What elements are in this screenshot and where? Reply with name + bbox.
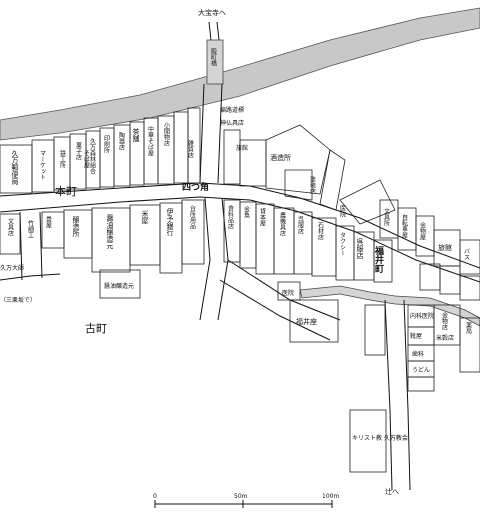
label-paint: 塗装店 bbox=[309, 175, 316, 195]
label-market: マーケット bbox=[39, 150, 46, 180]
label-yotsukado: 四つ角 bbox=[182, 181, 209, 193]
label-shrine-sign: 編路道標 bbox=[220, 106, 244, 114]
label-tatami: 畳屋 bbox=[45, 216, 52, 229]
north-road-lower bbox=[199, 83, 223, 184]
label-rice: 米屋 bbox=[141, 209, 149, 225]
lots-south-west bbox=[0, 199, 205, 299]
label-udon: うどん bbox=[412, 366, 430, 374]
label-bicycle: 自転車屋 bbox=[401, 213, 408, 239]
label-fukui-machi: 福井町 bbox=[373, 245, 385, 274]
lots-south-road bbox=[349, 304, 480, 473]
label-bridge: 殿町橋 bbox=[210, 48, 217, 67]
label-stone: 石材店 bbox=[317, 222, 324, 241]
label-brewery: 醸造所 bbox=[72, 215, 80, 238]
south-road-2 bbox=[384, 299, 411, 491]
label-ironware: 鉄工所 bbox=[59, 149, 66, 169]
label-bamboo: 竹細工 bbox=[27, 219, 34, 238]
label-soy-2: 醤油醸造元 bbox=[104, 282, 134, 290]
main-street bbox=[0, 182, 480, 283]
label-post-office: 久万郵便局 bbox=[11, 149, 19, 186]
label-ceramics: 陶器店 bbox=[118, 131, 125, 151]
label-hospital-2: 医院 bbox=[282, 289, 294, 297]
label-school: 文具所 bbox=[383, 207, 390, 227]
label-tea: 茶舗 bbox=[132, 127, 140, 143]
label-fukui-za: 福井座 bbox=[296, 317, 317, 326]
label-medicine: 薬局 bbox=[465, 321, 472, 335]
label-shoe: 靴屋 bbox=[410, 332, 422, 340]
label-bank: 伊予銀行 bbox=[166, 207, 174, 237]
north-road bbox=[208, 21, 220, 41]
label-south: 辻へ bbox=[385, 487, 399, 496]
label-confection: 菓子店 bbox=[75, 141, 82, 161]
lots-north-west bbox=[0, 107, 201, 194]
label-north: 大宝寺へ bbox=[198, 8, 226, 17]
label-chinese: 中華そば屋 bbox=[147, 125, 154, 157]
label-sanguri: （三栗坂で） bbox=[0, 296, 36, 304]
label-soba: そば屋 bbox=[83, 150, 90, 169]
label-rental: 貸本屋 bbox=[259, 207, 266, 227]
bridge bbox=[206, 39, 224, 85]
label-farm-tools: 農機具店 bbox=[279, 211, 286, 237]
label-print: 印刷所 bbox=[103, 135, 110, 154]
label-rice-grain: 米穀店 bbox=[436, 334, 454, 342]
label-honmachi: 本町 bbox=[55, 184, 77, 198]
label-grocery: 雑貨店 bbox=[187, 139, 194, 159]
label-fan: 金魚 bbox=[243, 205, 250, 219]
label-forest: 久万森林組合 bbox=[89, 137, 96, 175]
scale-bar: 0 50m 100m bbox=[153, 493, 339, 508]
label-clothing-2: 呉服店 bbox=[356, 238, 364, 260]
label-taxi: タクシー bbox=[339, 232, 346, 256]
river bbox=[0, 7, 480, 141]
label-food: 食料品店 bbox=[227, 204, 234, 230]
scale-mid: 50m bbox=[234, 493, 248, 500]
lots-south-east bbox=[223, 199, 393, 343]
label-tongue: 神仏具店 bbox=[220, 119, 244, 127]
label-bus: バス bbox=[463, 248, 470, 260]
label-kanemono: 金物屋 bbox=[419, 221, 426, 241]
label-naika: 内科医院 bbox=[410, 312, 434, 320]
label-hardware: 金物店 bbox=[441, 311, 448, 331]
label-tobacco: 旅館 bbox=[236, 144, 248, 152]
lots-east bbox=[339, 179, 480, 301]
label-soy: 醤油醸造元 bbox=[106, 213, 114, 250]
canal bbox=[299, 285, 480, 327]
scale-max: 100m bbox=[322, 493, 339, 500]
label-clothing: 呉服店 bbox=[297, 216, 304, 235]
label-smallgoods: 小間物店 bbox=[163, 121, 170, 147]
label-kumadaisha: 久万大師 bbox=[0, 264, 24, 272]
label-small-goods2: 台所用品 bbox=[189, 204, 196, 230]
label-bookstore: 文具店 bbox=[7, 217, 14, 237]
label-dental: 歯科 bbox=[412, 350, 424, 358]
label-hospital-1: 医院 bbox=[339, 205, 346, 218]
label-sake: 酒造所 bbox=[270, 153, 291, 162]
scale-zero: 0 bbox=[153, 493, 157, 500]
label-furumachi: 古町 bbox=[85, 322, 107, 335]
lots-north-east bbox=[223, 124, 346, 211]
label-hotel: 旅館 bbox=[438, 243, 452, 252]
label-church: キリスト教 久万教会 bbox=[352, 434, 408, 442]
